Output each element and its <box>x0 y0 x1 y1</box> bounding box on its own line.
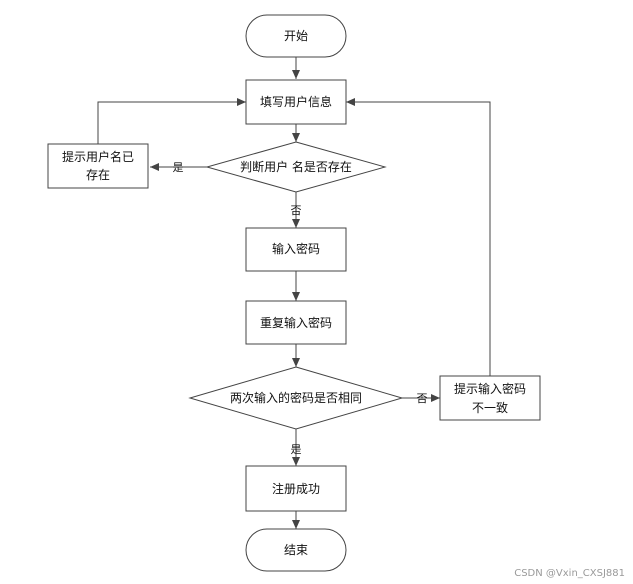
compare-passwords-decision <box>188 366 404 430</box>
repeat-password-node <box>245 300 347 345</box>
username-exists-node <box>47 143 149 189</box>
watermark-text: CSDN @Vxin_CXSJ881 <box>514 568 625 579</box>
password-mismatch-label-line2: 不一致 <box>472 401 508 415</box>
fill-info-node <box>245 79 347 125</box>
enter-password-label: 输入密码 <box>272 241 320 256</box>
edge-label-password-no: 否 <box>417 392 428 405</box>
check-username-label: 判断用户 名是否存在 <box>240 159 352 174</box>
check-username-decision <box>205 141 387 193</box>
register-success-node <box>245 465 347 512</box>
compare-passwords-label: 两次输入的密码是否相同 <box>230 390 362 405</box>
fill-info-label: 填写用户信息 <box>260 94 332 109</box>
start-node <box>245 14 347 58</box>
end-label: 结束 <box>284 543 308 557</box>
username-exists-label-line2: 存在 <box>86 168 110 182</box>
edge-exists-back-to-fill <box>97 98 246 144</box>
register-success-label: 注册成功 <box>272 481 320 496</box>
edge-mismatch-back-to-fill <box>346 98 491 376</box>
password-mismatch-label-line1: 提示输入密码 <box>454 381 526 396</box>
edge-label-username-yes: 是 <box>173 161 184 174</box>
repeat-password-label: 重复输入密码 <box>260 315 332 330</box>
password-mismatch-node <box>439 375 541 421</box>
start-label: 开始 <box>284 29 308 43</box>
edge-label-password-yes: 是 <box>291 443 302 456</box>
enter-password-node <box>245 227 347 272</box>
edge-label-username-no: 否 <box>291 204 302 217</box>
end-node <box>245 528 347 572</box>
username-exists-label-line1: 提示用户名已 <box>62 149 134 164</box>
edges <box>97 57 491 529</box>
